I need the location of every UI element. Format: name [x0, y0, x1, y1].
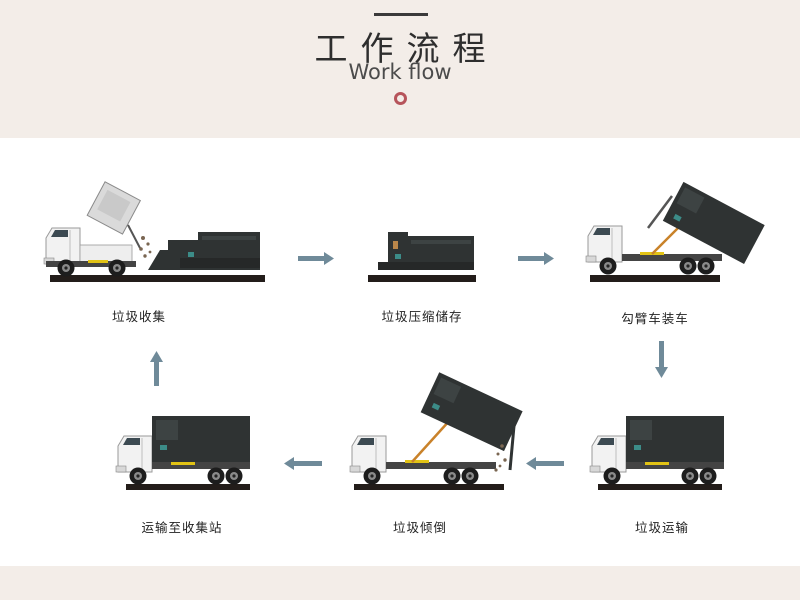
scene-dumping — [349, 372, 523, 490]
scene-transport — [589, 416, 724, 490]
arrow-down-icon — [655, 341, 668, 378]
step-label-transport: 垃圾运输 — [634, 520, 690, 535]
arrow-left-icon — [284, 457, 322, 470]
circle-dot-icon — [394, 92, 407, 105]
title-decoration-bar — [374, 13, 428, 16]
arrow-right-icon — [298, 252, 334, 265]
scene-return-to-station — [115, 416, 250, 490]
scene-hook-arm-loading — [585, 181, 765, 282]
step-label-compression-storage: 垃圾压缩储存 — [381, 309, 463, 324]
step-label-hook-arm-loading: 勾臂车装车 — [621, 311, 689, 326]
scene-compression-storage — [368, 232, 476, 282]
arrow-right-icon — [518, 252, 554, 265]
arrow-left-icon — [526, 457, 564, 470]
header: 工作流程 Work flow — [0, 0, 800, 138]
arrow-up-icon — [150, 351, 163, 386]
step-label-dumping: 垃圾倾倒 — [392, 520, 448, 535]
step-label-return-to-station: 运输至收集站 — [141, 520, 223, 535]
page-title: 工作流程 — [314, 29, 499, 68]
step-label-collection: 垃圾收集 — [111, 309, 167, 324]
page-subtitle: Work flow — [348, 60, 452, 84]
scene-collection — [43, 181, 265, 282]
